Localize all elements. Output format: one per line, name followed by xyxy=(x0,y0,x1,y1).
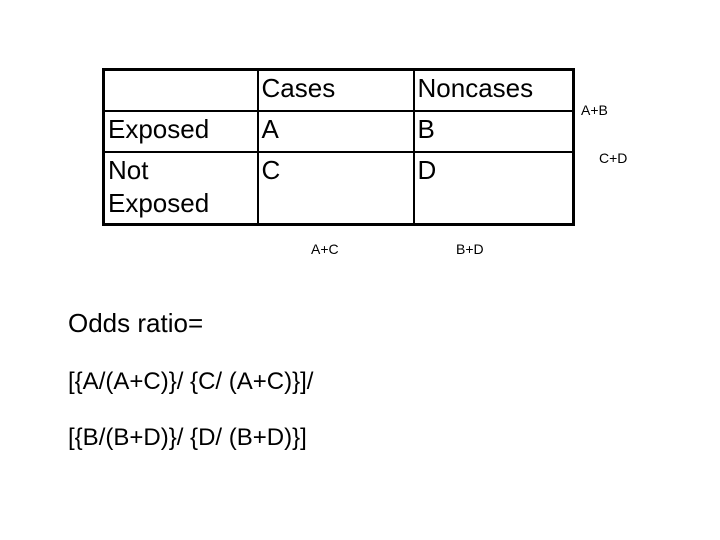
row-label-exposed: Exposed xyxy=(102,110,259,153)
header-cell-noncases: Noncases xyxy=(412,68,575,112)
annotation-row-total-exposed: A+B xyxy=(581,102,608,118)
odds-ratio-formula-line-2: [{B/(B+D)}/ {D/ (B+D)}] xyxy=(68,424,307,451)
annotation-col-total-noncases: B+D xyxy=(456,241,484,257)
annotation-row-total-not-exposed: C+D xyxy=(599,150,628,166)
table-header-row: Cases Noncases xyxy=(102,68,575,112)
odds-ratio-title: Odds ratio= xyxy=(68,308,204,338)
cell-not-exposed-cases: C xyxy=(256,151,415,226)
cell-exposed-noncases: B xyxy=(412,110,575,153)
annotation-col-total-cases: A+C xyxy=(311,241,339,257)
cell-not-exposed-noncases: D xyxy=(412,151,575,226)
row-label-not-exposed-line2: Exposed xyxy=(108,188,210,218)
table-row-exposed: Exposed A B xyxy=(102,110,575,153)
header-cell-corner xyxy=(102,68,259,112)
odds-ratio-formula-line-1: [{A/(A+C)}/ {C/ (A+C)}]/ xyxy=(68,368,314,395)
cell-exposed-cases: A xyxy=(256,110,415,153)
row-label-not-exposed-line1: Not xyxy=(108,155,149,185)
header-cell-cases: Cases xyxy=(256,68,415,112)
